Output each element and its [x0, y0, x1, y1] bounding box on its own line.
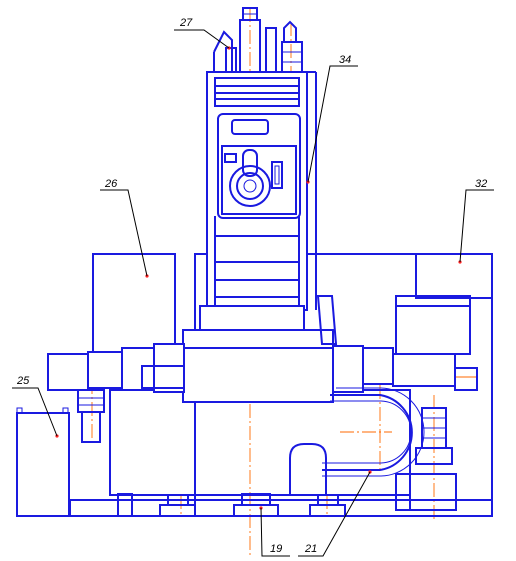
cable-chain-loop: [289, 387, 425, 495]
callout-26: 26: [104, 178, 118, 190]
callout-27: 27: [179, 17, 193, 29]
callout-34: 34: [339, 54, 351, 66]
top-spindle-assembly: [213, 7, 303, 73]
callout-25: 25: [16, 375, 30, 387]
callout-32: 32: [475, 178, 487, 190]
callout-19: 19: [270, 543, 282, 555]
coolant-tank: [16, 389, 105, 517]
right-motor-pump: [395, 407, 457, 511]
callouts: 27 34 26 32 25 19 21: [12, 17, 494, 557]
callout-21: 21: [304, 543, 317, 555]
machine-feet: [117, 493, 346, 517]
head-carriage: [47, 295, 478, 403]
column: [206, 71, 317, 311]
